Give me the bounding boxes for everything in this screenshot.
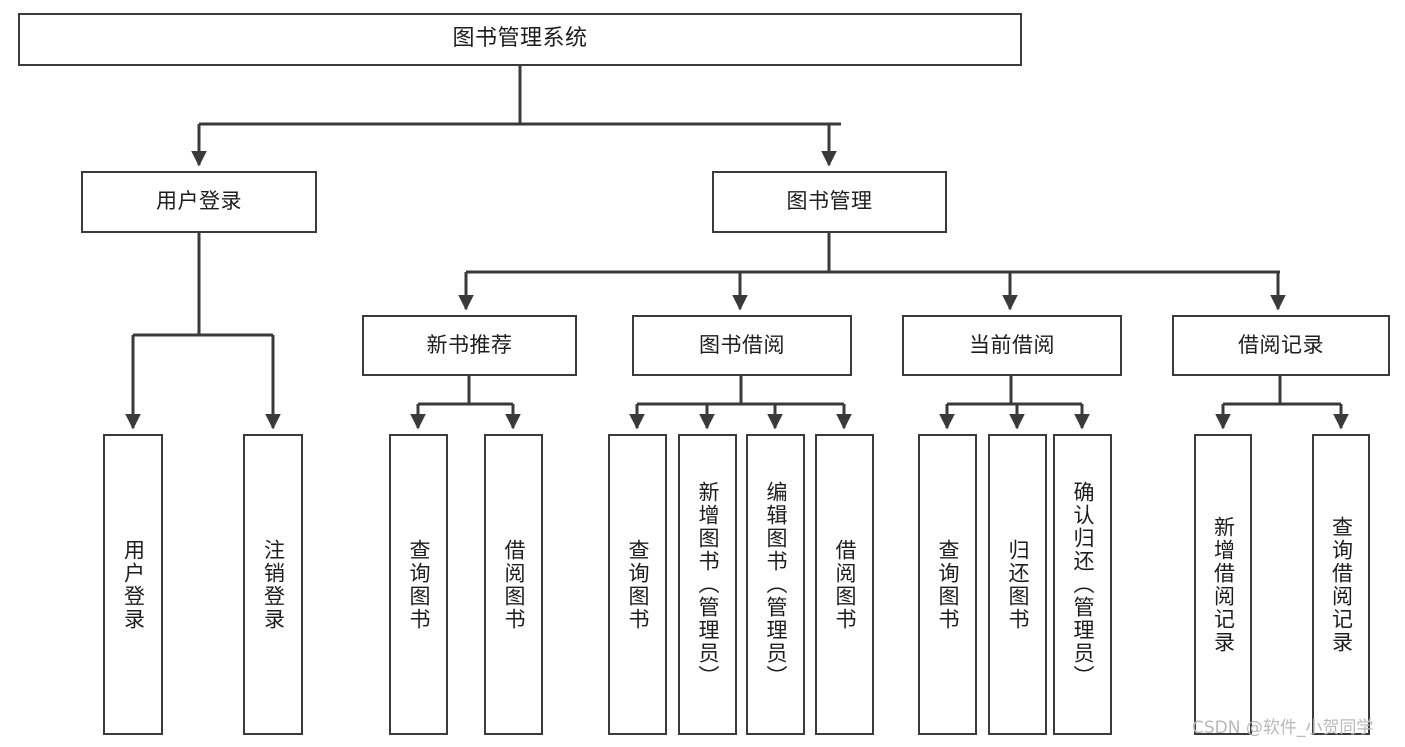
leaf-user-login-logout[interactable]: 注销登录 <box>243 434 303 735</box>
leaf-current-borrow-query[interactable]: 查询图书 <box>918 434 977 735</box>
leaf-book-borrow-add[interactable]: 新增图书（管理员） <box>678 434 737 735</box>
node-user-login[interactable]: 用户登录 <box>81 171 317 233</box>
csdn-watermark: CSDN @软件_小贺同学 <box>1192 718 1374 738</box>
node-label: 编辑图书（管理员） <box>764 481 788 688</box>
node-label: 图书管理系统 <box>452 26 588 52</box>
node-current-borrow[interactable]: 当前借阅 <box>902 315 1122 376</box>
node-label: 借阅记录 <box>1238 332 1324 357</box>
node-label: 查询图书 <box>936 538 960 631</box>
node-book-borrow[interactable]: 图书借阅 <box>632 315 852 376</box>
leaf-book-borrow-borrow[interactable]: 借阅图书 <box>815 434 874 735</box>
node-new-book-recommend[interactable]: 新书推荐 <box>362 315 577 376</box>
node-label: 注销登录 <box>261 538 286 631</box>
node-label: 新书推荐 <box>426 332 513 357</box>
leaf-borrow-record-query[interactable]: 查询借阅记录 <box>1312 434 1370 735</box>
leaf-book-borrow-edit[interactable]: 编辑图书（管理员） <box>746 434 805 735</box>
node-label: 查询借阅记录 <box>1329 515 1354 654</box>
node-label: 查询图书 <box>407 538 431 631</box>
node-borrow-record[interactable]: 借阅记录 <box>1172 315 1390 376</box>
leaf-new-book-borrow[interactable]: 借阅图书 <box>484 434 543 735</box>
leaf-current-borrow-confirm-return[interactable]: 确认归还（管理员） <box>1053 434 1112 735</box>
node-label: 查询图书 <box>626 538 650 631</box>
node-book-management[interactable]: 图书管理 <box>712 171 947 233</box>
leaf-current-borrow-return[interactable]: 归还图书 <box>988 434 1047 735</box>
node-label: 图书管理 <box>786 189 873 214</box>
node-label: 借阅图书 <box>502 538 526 631</box>
leaf-borrow-record-add[interactable]: 新增借阅记录 <box>1194 434 1252 735</box>
leaf-new-book-query[interactable]: 查询图书 <box>389 434 448 735</box>
node-label: 归还图书 <box>1006 538 1030 631</box>
node-label: 借阅图书 <box>833 538 857 631</box>
leaf-user-login-login[interactable]: 用户登录 <box>103 434 163 735</box>
leaf-book-borrow-query[interactable]: 查询图书 <box>608 434 667 735</box>
node-root-book-management-system[interactable]: 图书管理系统 <box>18 13 1022 66</box>
node-label: 图书借阅 <box>699 332 785 357</box>
node-label: 用户登录 <box>156 189 242 214</box>
node-label: 用户登录 <box>121 538 146 631</box>
node-label: 新增借阅记录 <box>1211 515 1236 654</box>
node-label: 当前借阅 <box>969 332 1055 357</box>
node-label: 新增图书（管理员） <box>696 481 720 688</box>
node-label: 确认归还（管理员） <box>1071 481 1095 688</box>
